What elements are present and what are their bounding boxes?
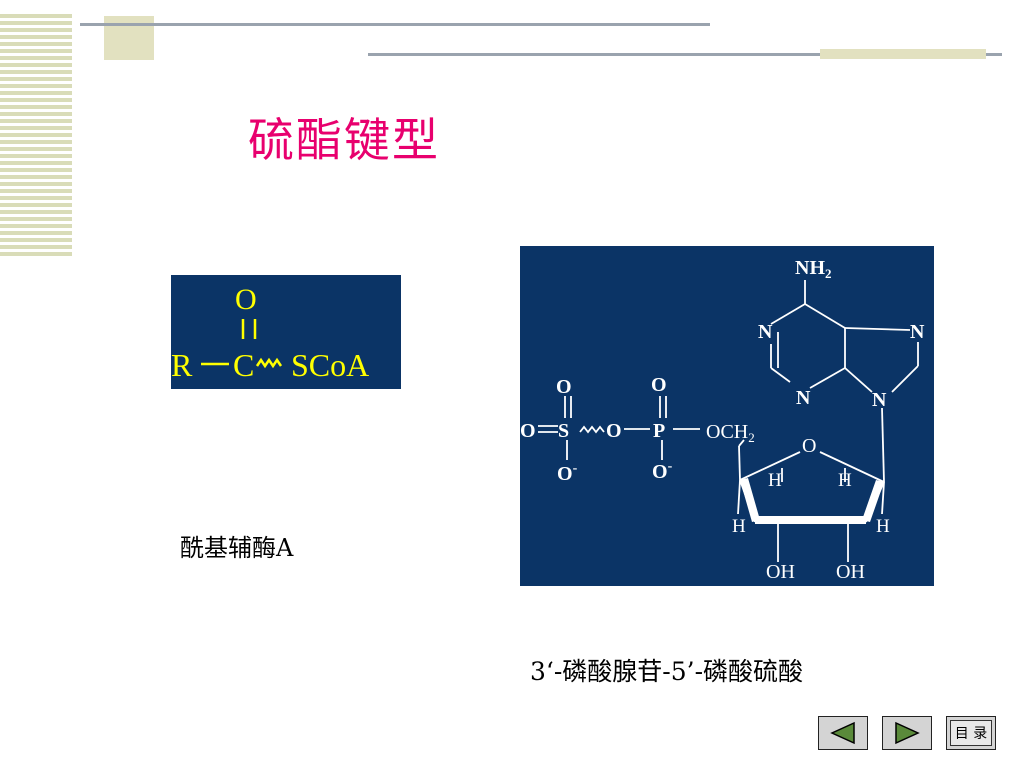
ribose-ring-oxygen: O	[802, 435, 816, 457]
slide-title: 硫酯键型	[248, 113, 440, 167]
toc-label: 目 录	[949, 720, 993, 746]
acyl-coa-caption: 酰基辅酶A	[180, 534, 294, 562]
paps-structure-box: NH2 N N N N O O O S O P OCH2 O- O- O H H…	[520, 246, 934, 586]
ribose-h-lower-left: H	[732, 516, 746, 537]
carbon-atom: C	[233, 347, 254, 383]
phosphate-oxygen-anion: O-	[652, 459, 673, 483]
decorative-line-bottom	[368, 53, 1002, 56]
sulfate-oxygen-top: O	[556, 376, 572, 398]
nitrogen-n7: N	[910, 321, 925, 343]
decorative-stripes	[0, 14, 72, 258]
phosphorus-atom: P	[653, 420, 665, 442]
previous-slide-button[interactable]	[818, 716, 868, 750]
bridging-oxygen: O	[606, 420, 622, 442]
acyl-coa-formula: O R C SCoA	[171, 283, 369, 383]
paps-structure: NH2 N N N N O O O S O P OCH2 O- O- O H H…	[520, 257, 925, 583]
decorative-bar	[820, 49, 986, 59]
scoa-group: SCoA	[291, 347, 369, 383]
next-slide-button[interactable]	[882, 716, 932, 750]
ribose-h-upper-right: H	[838, 470, 852, 491]
decorative-line-top	[80, 23, 710, 26]
table-of-contents-button[interactable]: 目 录	[946, 716, 996, 750]
och2-group: OCH2	[706, 421, 755, 445]
nitrogen-n9: N	[872, 389, 887, 411]
r-group: R	[171, 347, 193, 383]
triangle-right-icon	[895, 721, 920, 745]
sulfate-oxygen-left: O	[520, 420, 536, 442]
paps-caption: 3‘-磷酸腺苷-5’-磷酸硫酸	[530, 657, 804, 686]
nitrogen-n3: N	[796, 387, 811, 409]
hydroxyl-2prime: OH	[836, 561, 865, 583]
sulfur-atom: S	[558, 420, 569, 442]
triangle-left-icon	[830, 721, 855, 745]
acyl-coa-formula-box: O R C SCoA	[171, 275, 401, 389]
nitrogen-n1: N	[758, 321, 773, 343]
carbonyl-oxygen: O	[235, 283, 257, 316]
ribose-h-upper-left: H	[768, 470, 782, 491]
hydroxyl-3prime: OH	[766, 561, 795, 583]
ribose-h-lower-right: H	[876, 516, 890, 537]
sulfate-oxygen-anion: O-	[557, 461, 578, 485]
amino-group-label: NH2	[795, 257, 832, 281]
high-energy-bond-squiggle	[255, 357, 283, 369]
phosphate-oxygen-top: O	[651, 374, 667, 396]
